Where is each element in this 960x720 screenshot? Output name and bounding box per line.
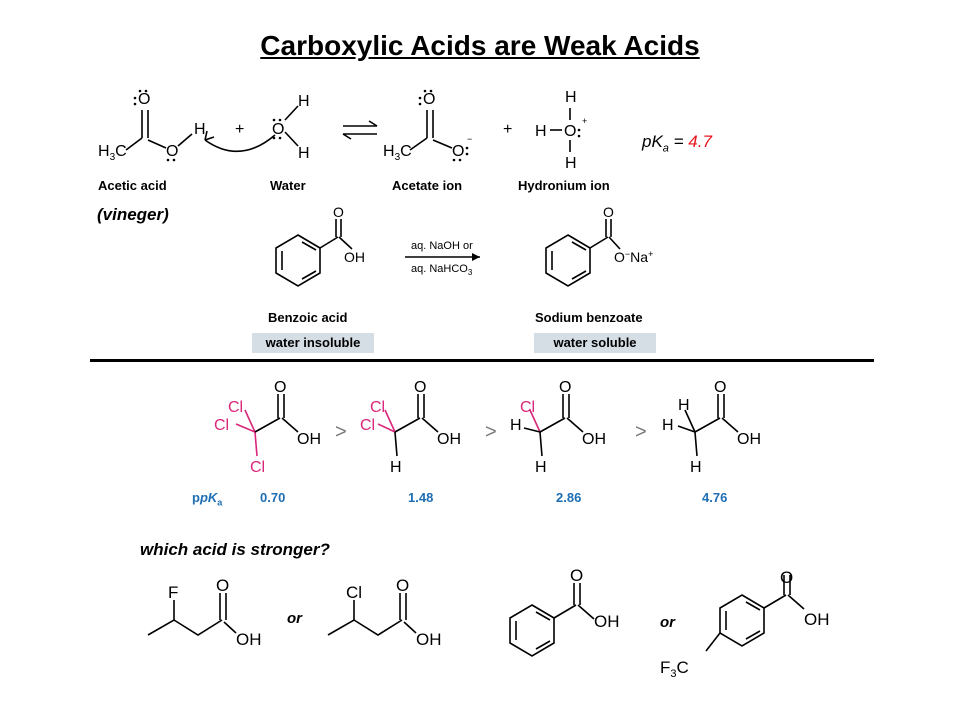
svg-text:O: O <box>216 576 229 595</box>
svg-text:H: H <box>535 123 547 140</box>
svg-text:O: O <box>603 205 614 220</box>
svg-text:−: − <box>467 134 472 144</box>
svg-text:H: H <box>662 417 674 434</box>
vinegar-note: (vineger) <box>97 205 169 224</box>
svg-text:H: H <box>298 93 310 110</box>
svg-text:Cl: Cl <box>370 399 385 416</box>
or-label-2: or <box>660 614 675 631</box>
benzoic-acid-reaction-diagram: O OH O O−Na+ aq. NaOH or aq. NaHCO3 <box>275 205 653 287</box>
svg-text:O: O <box>138 91 150 108</box>
svg-text:H: H <box>565 89 577 106</box>
comparison-structures-diagram: F O OH Cl O OH O OH O OH F3C <box>147 566 830 680</box>
acetate-ion-label: Acetate ion <box>392 178 463 193</box>
water-insoluble-badge: water insoluble <box>252 333 374 353</box>
page-title: Carboxylic Acids are Weak Acids <box>260 30 700 61</box>
svg-text:OH: OH <box>594 612 620 631</box>
svg-text:O: O <box>564 123 576 140</box>
svg-text:+: + <box>235 121 244 138</box>
pka-row-label: ppKa <box>192 490 223 508</box>
greater-than-3: > <box>635 421 647 443</box>
benzoic-acid-label: Benzoic acid <box>268 310 348 325</box>
svg-text:OH: OH <box>297 431 321 448</box>
svg-text:H3C: H3C <box>383 143 412 163</box>
svg-text:H: H <box>535 459 547 476</box>
svg-text:O: O <box>570 566 583 585</box>
svg-text:H: H <box>690 459 702 476</box>
svg-text:OH: OH <box>582 431 606 448</box>
acetic-acid-reaction-diagram: O H3C O H + O H H O H3C O + H H O H − + <box>98 89 587 172</box>
svg-text:O: O <box>714 380 726 396</box>
pka-value-dichloro: 1.48 <box>408 490 434 505</box>
svg-text:O: O <box>166 143 178 160</box>
svg-text:Cl: Cl <box>228 399 243 416</box>
svg-text:O: O <box>452 143 464 160</box>
svg-text:H: H <box>194 121 206 138</box>
svg-text:H: H <box>510 417 522 434</box>
svg-text:H: H <box>565 155 577 172</box>
svg-text:OH: OH <box>804 610 830 629</box>
hydronium-ion-label: Hydronium ion <box>518 178 610 193</box>
svg-text:Cl: Cl <box>250 459 265 476</box>
svg-text:OH: OH <box>437 431 461 448</box>
water-label: Water <box>270 178 306 193</box>
svg-text:aq. NaHCO3: aq. NaHCO3 <box>411 263 473 277</box>
greater-than-2: > <box>485 421 497 443</box>
svg-text:OH: OH <box>344 249 365 265</box>
svg-text:O: O <box>414 380 426 396</box>
reagent-line-2: aq. NaHCO <box>411 263 468 275</box>
svg-text:Cl: Cl <box>346 583 362 602</box>
svg-text:OH: OH <box>236 630 262 649</box>
svg-text:O: O <box>333 205 344 220</box>
svg-text:O: O <box>274 380 286 396</box>
svg-text:OH: OH <box>416 630 442 649</box>
svg-text:F: F <box>168 583 178 602</box>
svg-text:O: O <box>559 380 571 396</box>
svg-text:Cl: Cl <box>360 417 375 434</box>
svg-text:F3C: F3C <box>660 658 689 680</box>
svg-text:H: H <box>298 145 310 162</box>
svg-text:Cl: Cl <box>214 417 229 434</box>
pka-value-acetic: 4.76 <box>702 490 728 505</box>
svg-text:O: O <box>423 91 435 108</box>
chloroacetic-acid-series-diagram: Cl Cl Cl Cl Cl Cl O OH O OH H O OH H H O… <box>214 380 761 476</box>
svg-text:O: O <box>272 121 284 138</box>
sodium-benzoate-label: Sodium benzoate <box>535 310 643 325</box>
acetic-acid-label: Acetic acid <box>98 178 167 193</box>
section-divider <box>90 359 874 362</box>
acetic-acid-pka: pKa = 4.7 <box>642 132 712 155</box>
or-label-1: or <box>287 610 302 627</box>
svg-text:O: O <box>396 576 409 595</box>
pka-value-trichloro: 0.70 <box>260 490 286 505</box>
svg-text:O−Na+: O−Na+ <box>614 249 653 265</box>
greater-than-1: > <box>335 421 347 443</box>
svg-text:H: H <box>390 459 402 476</box>
reagent-line-1: aq. NaOH or <box>411 240 473 252</box>
svg-text:+: + <box>582 116 587 126</box>
svg-text:Cl: Cl <box>520 399 535 416</box>
question-text: which acid is stronger? <box>140 540 330 559</box>
svg-text:H: H <box>678 397 690 414</box>
svg-text:OH: OH <box>737 431 761 448</box>
pka-value-chloro: 2.86 <box>556 490 582 505</box>
water-soluble-badge: water soluble <box>534 333 656 353</box>
svg-text:+: + <box>503 121 512 138</box>
svg-text:O: O <box>780 568 793 587</box>
svg-text:H3C: H3C <box>98 143 127 163</box>
